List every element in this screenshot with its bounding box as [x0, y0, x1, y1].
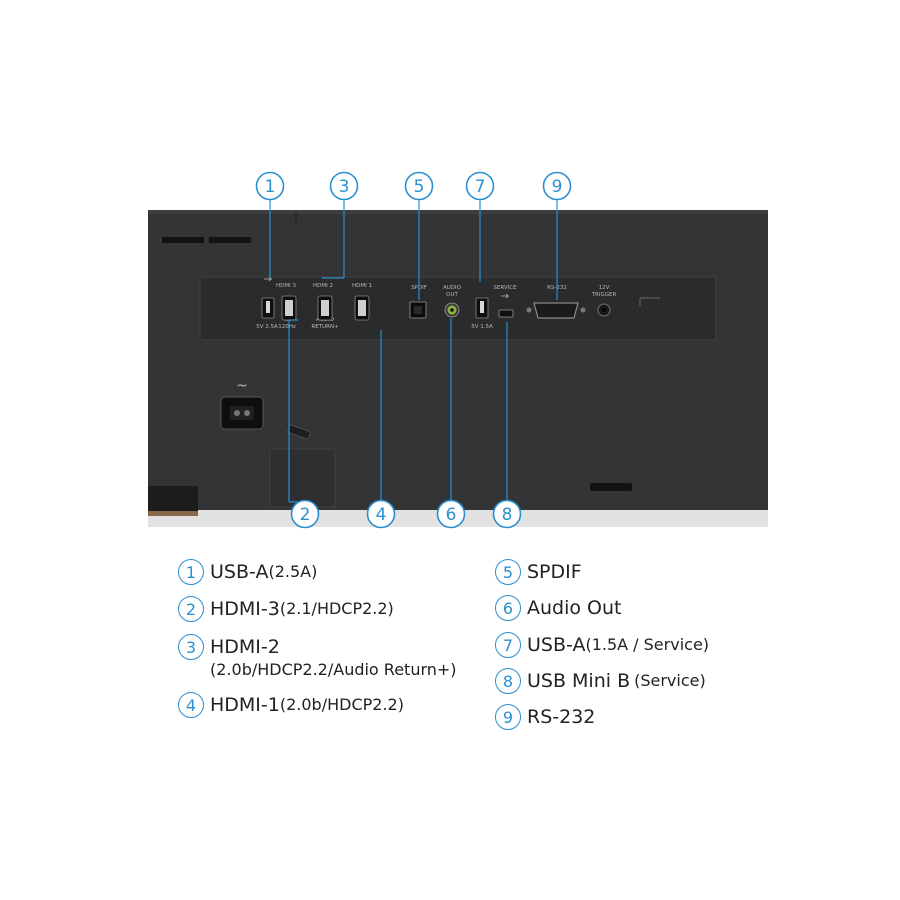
callout-circle-9 — [542, 171, 572, 201]
usb-mini-b-port — [498, 309, 514, 318]
usb-symbol-icon — [501, 293, 509, 299]
ac-pin-left — [234, 410, 240, 416]
rs232-screw-right — [580, 307, 586, 313]
legend-number-badge: 7 — [495, 632, 521, 658]
legend-item: 4 HDMI-1 (2.0b/HDCP2.2) — [178, 692, 404, 718]
callout-number-9: 9 — [552, 177, 563, 197]
ac-symbol-icon: ~ — [236, 378, 248, 394]
callout-number-6: 6 — [446, 505, 457, 525]
legend-number-badge: 2 — [178, 596, 204, 622]
hdmi-1-port-pins — [358, 300, 366, 316]
callout-circle-5 — [404, 171, 434, 201]
legend-item: 8 USB Mini B (Service) — [495, 668, 706, 694]
legend-number-badge: 3 — [178, 634, 204, 660]
legend-label: USB-A — [527, 634, 586, 656]
ac-power-inlet-socket — [230, 406, 254, 420]
legend-number-badge: 6 — [495, 595, 521, 621]
legend-label: SPDIF — [527, 561, 582, 583]
panel-label-120hz: 120Hz — [278, 324, 296, 330]
callout-circle-3 — [329, 171, 359, 201]
legend-label: USB Mini B — [527, 670, 631, 692]
callout-circle-1 — [255, 171, 285, 201]
legend-label: HDMI-2 — [210, 636, 280, 658]
panel-corner-mark — [639, 297, 660, 306]
legend-number-badge: 1 — [178, 559, 204, 585]
usb-a-port-1-tongue — [266, 301, 270, 313]
legend-label: HDMI-1 — [210, 694, 280, 716]
callout-number-4: 4 — [376, 505, 387, 525]
panel-label-service-current: 5V 1.5A — [471, 324, 493, 330]
legend-item: 1 USB-A (2.5A) — [178, 559, 317, 585]
vent-slot — [162, 237, 204, 243]
ac-pin-right — [244, 410, 250, 416]
legend-number-badge: 4 — [178, 692, 204, 718]
legend-number-badge: 8 — [495, 668, 521, 694]
leader-line-3 — [322, 200, 345, 279]
legend-number-badge: 5 — [495, 559, 521, 585]
legend-spec: (Service) — [634, 671, 706, 690]
callout-circle-8 — [492, 499, 522, 529]
panel-label-service: SERVICE — [493, 285, 517, 291]
legend-label: USB-A — [210, 561, 269, 583]
legend-spec: (2.0b/HDCP2.2) — [279, 695, 404, 714]
legend-item: 9 RS-232 — [495, 704, 595, 730]
callout-number-7: 7 — [475, 177, 486, 197]
callout-number-3: 3 — [339, 177, 350, 197]
panel-label-return: RETURN+ — [311, 324, 339, 330]
legend-item: 6 Audio Out — [495, 595, 622, 621]
callout-number-1: 1 — [265, 177, 276, 197]
projector-body — [148, 210, 768, 510]
callout-number-5: 5 — [414, 177, 425, 197]
usb-a-port-service-tongue — [480, 301, 484, 313]
vent-slot — [209, 237, 251, 243]
front-foot-trim — [148, 511, 198, 516]
legend-item: 3 HDMI-2 (2.0b/HDCP2.2/Audio Return+) — [178, 634, 457, 679]
legend-label: HDMI-3 — [210, 598, 280, 620]
spdif-port-shutter — [414, 306, 422, 314]
legend-spec: (1.5A / Service) — [585, 635, 710, 654]
cover-plate — [269, 448, 336, 508]
callouts — [255, 171, 572, 529]
callout-circle-2 — [290, 499, 320, 529]
rs232-port — [533, 302, 579, 319]
callout-circle-7 — [465, 171, 495, 201]
trigger-jack-hole — [602, 308, 606, 312]
audio-out-jack-hole — [450, 308, 454, 312]
legend-item: 2 HDMI-3 (2.1/HDCP2.2) — [178, 596, 394, 622]
callout-number-8: 8 — [502, 505, 513, 525]
panel-label-trigger-bottom: TRIGGER — [591, 292, 617, 298]
panel-label-trigger-top: 12V — [599, 285, 610, 291]
legend-item: 7 USB-A (1.5A / Service) — [495, 632, 709, 658]
legend-label: Audio Out — [527, 597, 622, 619]
callout-number-2: 2 — [300, 505, 311, 525]
legend-spec: (2.1/HDCP2.2) — [279, 599, 394, 618]
rear-foot — [590, 483, 632, 491]
callout-circle-6 — [436, 499, 466, 529]
legend-number-badge: 9 — [495, 704, 521, 730]
panel-label-audio-out-bottom: OUT — [446, 292, 458, 298]
panel-label-hdmi1: HDMI 1 — [352, 283, 372, 289]
callout-circle-4 — [366, 499, 396, 529]
legend-spec: (2.5A) — [268, 562, 318, 581]
legend-sub-spec: (2.0b/HDCP2.2/Audio Return+) — [210, 660, 457, 679]
panel-label-hdmi2: HDMI 2 — [313, 283, 333, 289]
legend-label: RS-232 — [527, 706, 596, 728]
legend-item: 5 SPDIF — [495, 559, 582, 585]
panel-label-hdmi3: HDMI 3 — [276, 283, 296, 289]
panel-label-usb-current: 5V 2.5A — [256, 324, 278, 330]
hdmi-3-port-pins — [285, 300, 293, 316]
panel-label-audio-out-top: AUDIO — [443, 285, 462, 291]
rs232-screw-left — [526, 307, 532, 313]
body-top-edge — [148, 210, 768, 214]
projector-rear-panel-diagram: HDMI 3 HDMI 2 HDMI 1 5V 2.5A 4K 120Hz AU… — [148, 171, 768, 529]
hdmi-2-port-pins — [321, 300, 329, 316]
